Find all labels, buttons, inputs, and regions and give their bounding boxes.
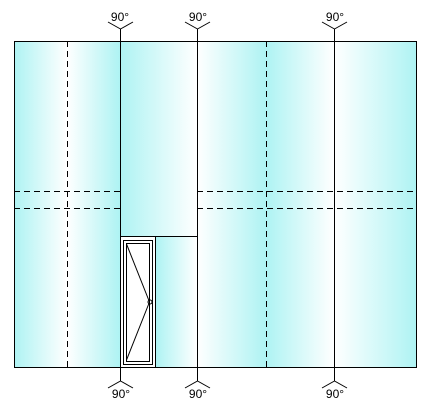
- door-frame-inner: [123, 240, 153, 365]
- top-angle-marker-3: [321, 21, 348, 41]
- door-handle-icon: [147, 299, 153, 305]
- bottom-angle-label-2: 90°: [189, 387, 207, 401]
- glass-panel-3-lower-side: [156, 236, 197, 368]
- dashed-divisions: [14, 41, 417, 368]
- top-angle-label-3: 90°: [326, 10, 344, 24]
- bottom-angle-markers: [107, 368, 348, 389]
- bottom-angle-marker-2: [184, 368, 211, 389]
- top-angle-marker-1: [107, 21, 134, 41]
- glass-panel-1: [14, 41, 67, 368]
- door: [120, 236, 156, 368]
- glass-panel-3-upper: [120, 41, 197, 236]
- door-frame-outer: [120, 236, 156, 368]
- bottom-angle-marker-3: [321, 368, 348, 389]
- bottom-angle-marker-1: [107, 368, 134, 389]
- top-angle-label-2: 90°: [189, 10, 207, 24]
- glass-panel-2: [67, 41, 120, 368]
- outer-frame: [14, 41, 417, 368]
- top-angle-label-1: 90°: [111, 10, 129, 24]
- door-swing-line-bottom: [126, 301, 150, 361]
- glass-panel-6: [334, 41, 417, 368]
- bottom-angle-label-3: 90°: [326, 387, 344, 401]
- glass-panel-4: [197, 41, 266, 368]
- door-swing-line-top: [126, 243, 150, 303]
- bottom-angle-label-1: 90°: [112, 387, 130, 401]
- glass-panel-5: [266, 41, 334, 368]
- top-angle-marker-2: [184, 21, 211, 41]
- glass-panels: [14, 41, 417, 368]
- top-angle-markers: [107, 21, 348, 41]
